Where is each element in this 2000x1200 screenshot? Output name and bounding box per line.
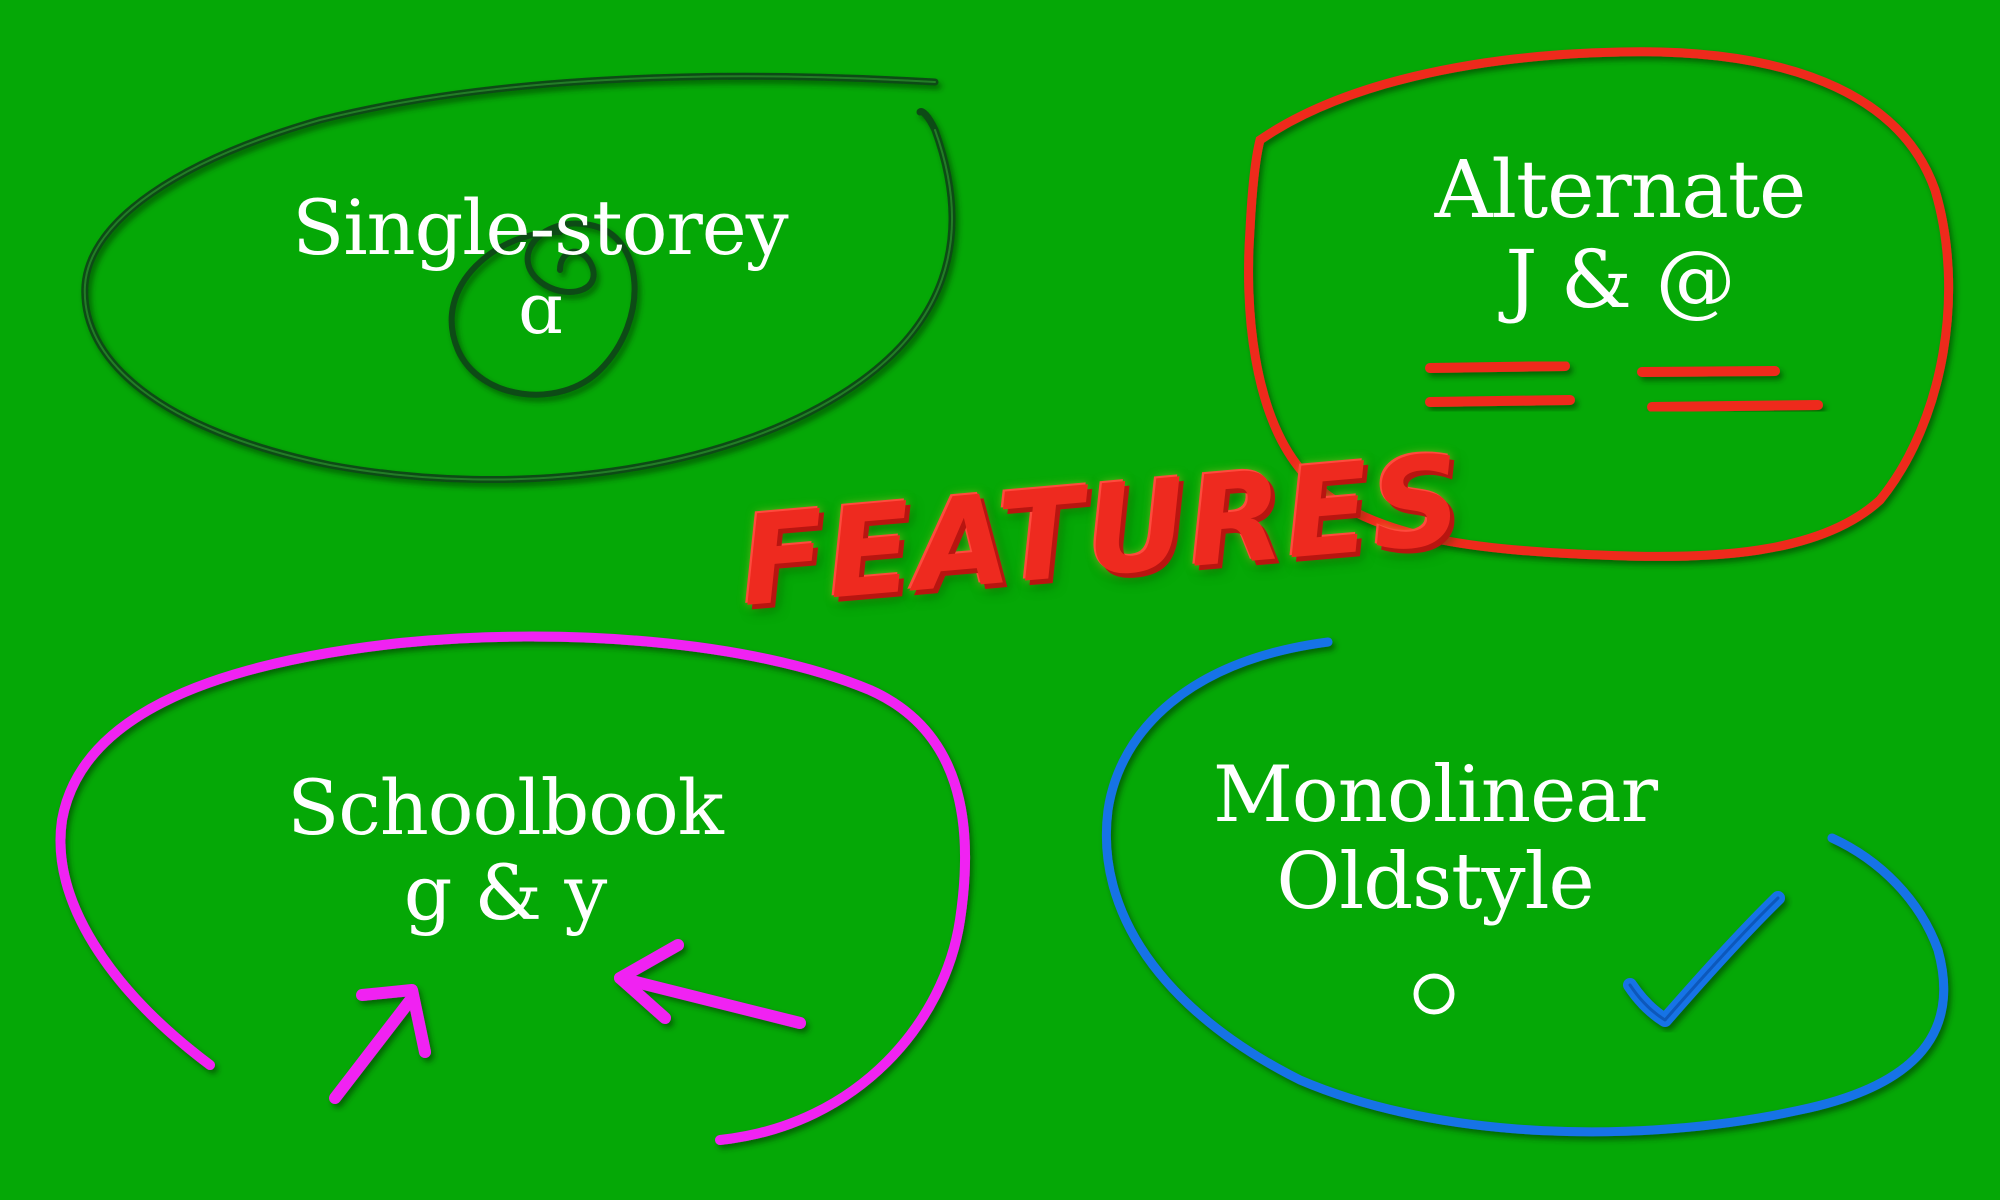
feature-single-storey: Single-storey ɑ xyxy=(290,185,790,349)
schoolbook-outline xyxy=(55,631,971,1145)
check-icon xyxy=(1623,891,1785,1027)
feature-label-line1: Alternate xyxy=(1434,143,1807,236)
feature-monolinear: Monolinear Oldstyle o xyxy=(1210,750,1660,928)
arrow-icon xyxy=(329,939,806,1104)
single-storey-outline xyxy=(81,72,956,484)
monolinear-outline xyxy=(1101,637,1949,1137)
feature-label-line1: Monolinear xyxy=(1212,750,1658,840)
spiral-scribble-icon xyxy=(448,220,638,398)
feature-label-line2: ɑ xyxy=(518,268,563,351)
alternate-outline xyxy=(1244,47,1954,561)
feature-label-line2: Oldstyle xyxy=(1276,837,1594,928)
feature-label-line2: J & @ xyxy=(1505,232,1735,326)
feature-label-line1: Schoolbook xyxy=(287,763,724,852)
double-underline-icon xyxy=(1425,361,1823,412)
feature-alternate: Alternate J & @ xyxy=(1420,145,1820,324)
feature-schoolbook: Schoolbook g & y xyxy=(280,765,730,935)
oldstyle-o-mark xyxy=(1413,973,1455,1015)
feature-label-line1: Single-storey xyxy=(292,183,788,272)
feature-label-line2: g & y xyxy=(403,848,608,938)
